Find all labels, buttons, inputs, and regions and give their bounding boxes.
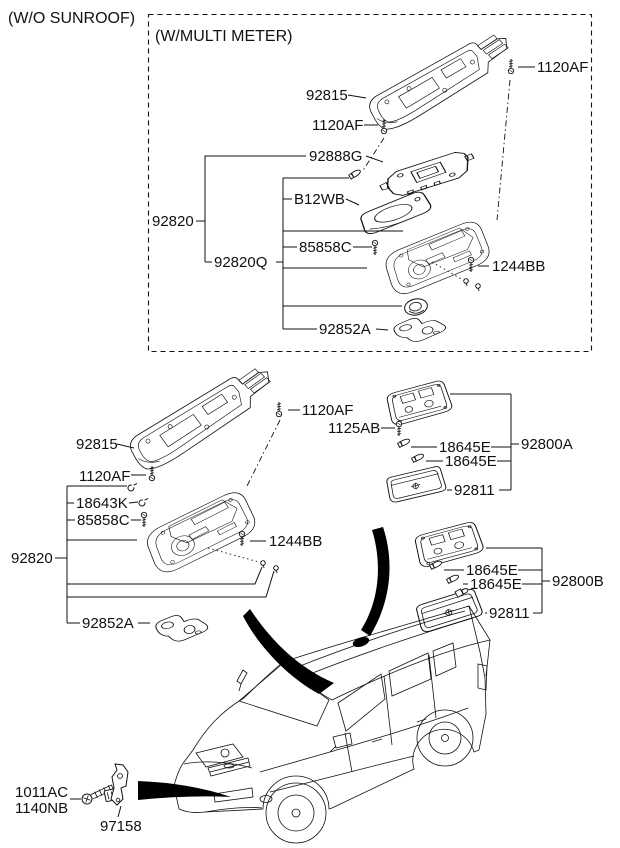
callout-1140nb: 1140NB bbox=[15, 800, 68, 817]
part-sunglass-knob bbox=[404, 298, 428, 316]
callout-92811-front: 92811 bbox=[454, 482, 495, 499]
callout-lines-main bbox=[55, 393, 550, 624]
screw-icon bbox=[140, 511, 148, 528]
callout-92811-rear: 92811 bbox=[489, 605, 530, 622]
callout-1120af-left: 1120AF bbox=[79, 468, 130, 485]
bulb-icon bbox=[347, 168, 363, 180]
callout-92815-main: 92815 bbox=[76, 436, 118, 453]
callout-1120af-box-top: 1120AF bbox=[537, 59, 588, 76]
callout-92820-main: 92820 bbox=[11, 550, 53, 567]
part-sunglass-tray bbox=[357, 188, 434, 237]
grommet-icon bbox=[273, 565, 279, 574]
part-front-lens bbox=[385, 465, 448, 504]
screw-icon bbox=[507, 58, 515, 75]
screw-icon bbox=[371, 239, 379, 256]
callout-1244bb-box: 1244BB bbox=[492, 258, 545, 275]
callout-18645e-b2: 18645E bbox=[470, 576, 522, 593]
clip-icon bbox=[137, 495, 149, 508]
location-arrow-front-roof bbox=[243, 609, 334, 694]
callout-92820q: 92820Q bbox=[214, 254, 267, 271]
part-sensor-bolt bbox=[81, 784, 114, 805]
part-sensor-bracket bbox=[110, 763, 129, 806]
callout-92888g: 92888G bbox=[309, 148, 362, 165]
note-w-multi-meter: (W/MULTI METER) bbox=[155, 28, 292, 45]
part-front-room-lamp bbox=[385, 378, 454, 427]
callout-92852a-box: 92852A bbox=[319, 321, 371, 338]
grommet-icon bbox=[260, 560, 266, 569]
multi-meter-option-box bbox=[147, 13, 593, 353]
part-multi-meter-unit bbox=[375, 147, 480, 202]
location-arrow-front-bumper bbox=[138, 781, 231, 800]
vehicle-illustration bbox=[173, 605, 491, 844]
callout-18645e-a1: 18645E bbox=[439, 439, 491, 456]
callout-92820-box: 92820 bbox=[152, 213, 194, 230]
callout-18645e-b1: 18645E bbox=[466, 562, 518, 579]
location-dot-rear-roof bbox=[352, 636, 370, 648]
location-arrow-rear-roof bbox=[361, 527, 390, 636]
callout-18645e-a2: 18645E bbox=[445, 453, 497, 470]
note-wo-sunroof: (W/O SUNROOF) bbox=[8, 10, 135, 27]
grommet-icon bbox=[475, 283, 481, 292]
callout-lines-bottom bbox=[70, 798, 122, 818]
callout-92800b: 92800B bbox=[552, 573, 604, 590]
callout-85858c-box: 85858C bbox=[299, 239, 352, 256]
part-rear-room-lamp bbox=[413, 520, 486, 569]
callout-1120af-box-mid: 1120AF bbox=[312, 117, 363, 134]
grommet-icon bbox=[463, 278, 469, 287]
callout-lines-box bbox=[196, 66, 535, 331]
part-rear-lens bbox=[414, 587, 485, 634]
callout-1244bb-main: 1244BB bbox=[269, 533, 322, 550]
part-roof-trim-box bbox=[361, 28, 522, 135]
bulb-icon bbox=[410, 452, 426, 464]
part-sunglass-cover-main bbox=[154, 609, 210, 646]
callout-b12wb: B12WB bbox=[294, 191, 345, 208]
screw-icon bbox=[275, 401, 283, 418]
callout-1011ac: 1011AC bbox=[15, 784, 68, 801]
callout-18643k: 18643K bbox=[76, 495, 128, 512]
callout-97158: 97158 bbox=[100, 818, 142, 835]
callout-92852a-main: 92852A bbox=[82, 615, 134, 632]
callout-1125ab: 1125AB bbox=[328, 420, 380, 437]
callout-1120af-right: 1120AF bbox=[302, 402, 353, 419]
callout-85858c-main: 85858C bbox=[77, 512, 130, 529]
bulb-icon bbox=[445, 573, 461, 585]
callout-92800a: 92800A bbox=[521, 436, 573, 453]
callout-92815-box: 92815 bbox=[306, 87, 348, 104]
bulb-icon bbox=[396, 437, 412, 449]
part-roof-trim-main bbox=[121, 362, 285, 475]
part-sunglass-cover-box bbox=[392, 311, 448, 347]
screw-icon bbox=[395, 420, 403, 437]
